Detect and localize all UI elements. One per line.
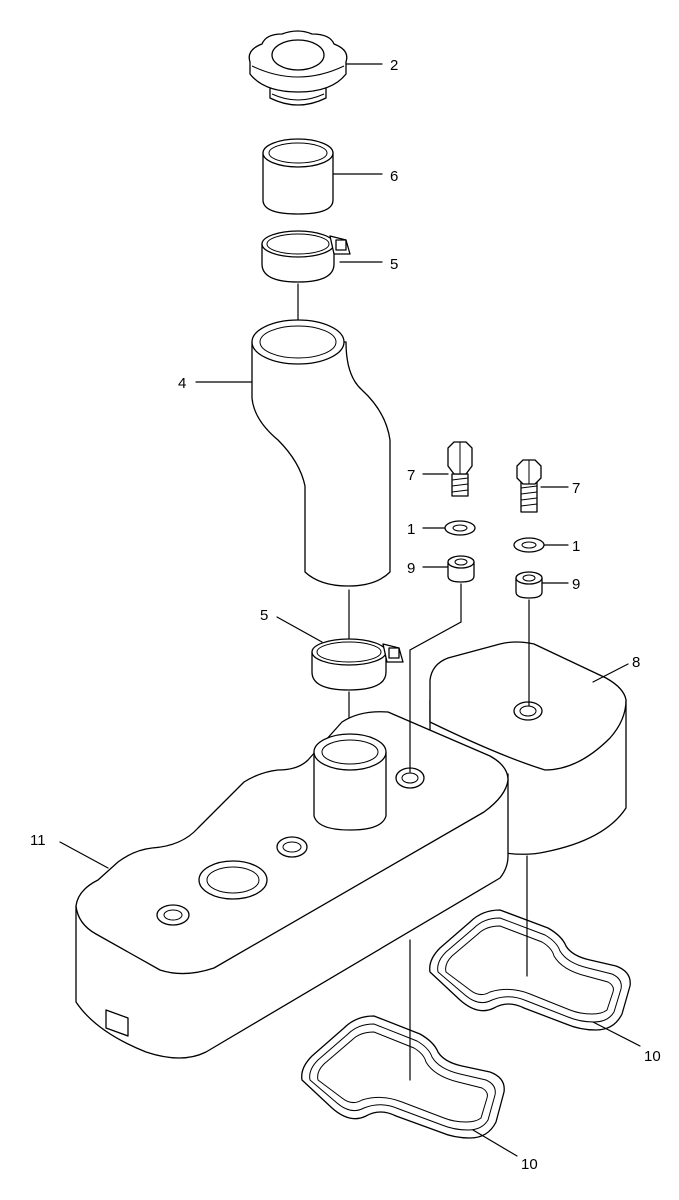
part-7-bolt-left[interactable] xyxy=(447,441,473,497)
callout-4: 4 xyxy=(178,375,186,392)
assembly-line-fastener-left xyxy=(409,583,462,773)
leader-10-upper xyxy=(592,1021,641,1047)
part-1-washer-right[interactable] xyxy=(513,537,545,553)
callout-1-right: 1 xyxy=(572,538,580,555)
part-4-hose[interactable] xyxy=(251,319,391,587)
part-10-gasket-lower[interactable] xyxy=(301,1015,505,1139)
part-6-sleeve[interactable] xyxy=(262,138,334,215)
callout-10-lower: 10 xyxy=(521,1156,538,1173)
callout-6: 6 xyxy=(390,168,398,185)
callout-9-right: 9 xyxy=(572,576,580,593)
callout-5-upper: 5 xyxy=(390,256,398,273)
leader-8 xyxy=(592,663,629,683)
callout-1-left: 1 xyxy=(407,521,415,538)
part-11-main-cover[interactable] xyxy=(75,711,509,1059)
part-2-filler-cap[interactable] xyxy=(248,30,348,106)
callout-7-left: 7 xyxy=(407,467,415,484)
part-10-gasket-upper[interactable] xyxy=(429,909,631,1031)
callout-7-right: 7 xyxy=(572,480,580,497)
leader-10-lower xyxy=(472,1129,518,1157)
part-5-upper-clamp[interactable] xyxy=(261,230,351,283)
callout-9-left: 9 xyxy=(407,560,415,577)
callout-5-lower: 5 xyxy=(260,607,268,624)
part-5-lower-clamp[interactable] xyxy=(311,638,404,691)
part-7-bolt-right[interactable] xyxy=(516,459,542,513)
leader-11 xyxy=(59,841,109,869)
part-9-spacer-right[interactable] xyxy=(515,571,543,599)
leader-5-lower xyxy=(276,616,323,643)
callout-2: 2 xyxy=(390,57,398,74)
part-1-washer-left[interactable] xyxy=(444,520,476,536)
callout-8: 8 xyxy=(632,654,640,671)
callout-11: 11 xyxy=(30,832,46,849)
callout-10-upper: 10 xyxy=(644,1048,661,1065)
part-9-spacer-left[interactable] xyxy=(447,555,475,583)
